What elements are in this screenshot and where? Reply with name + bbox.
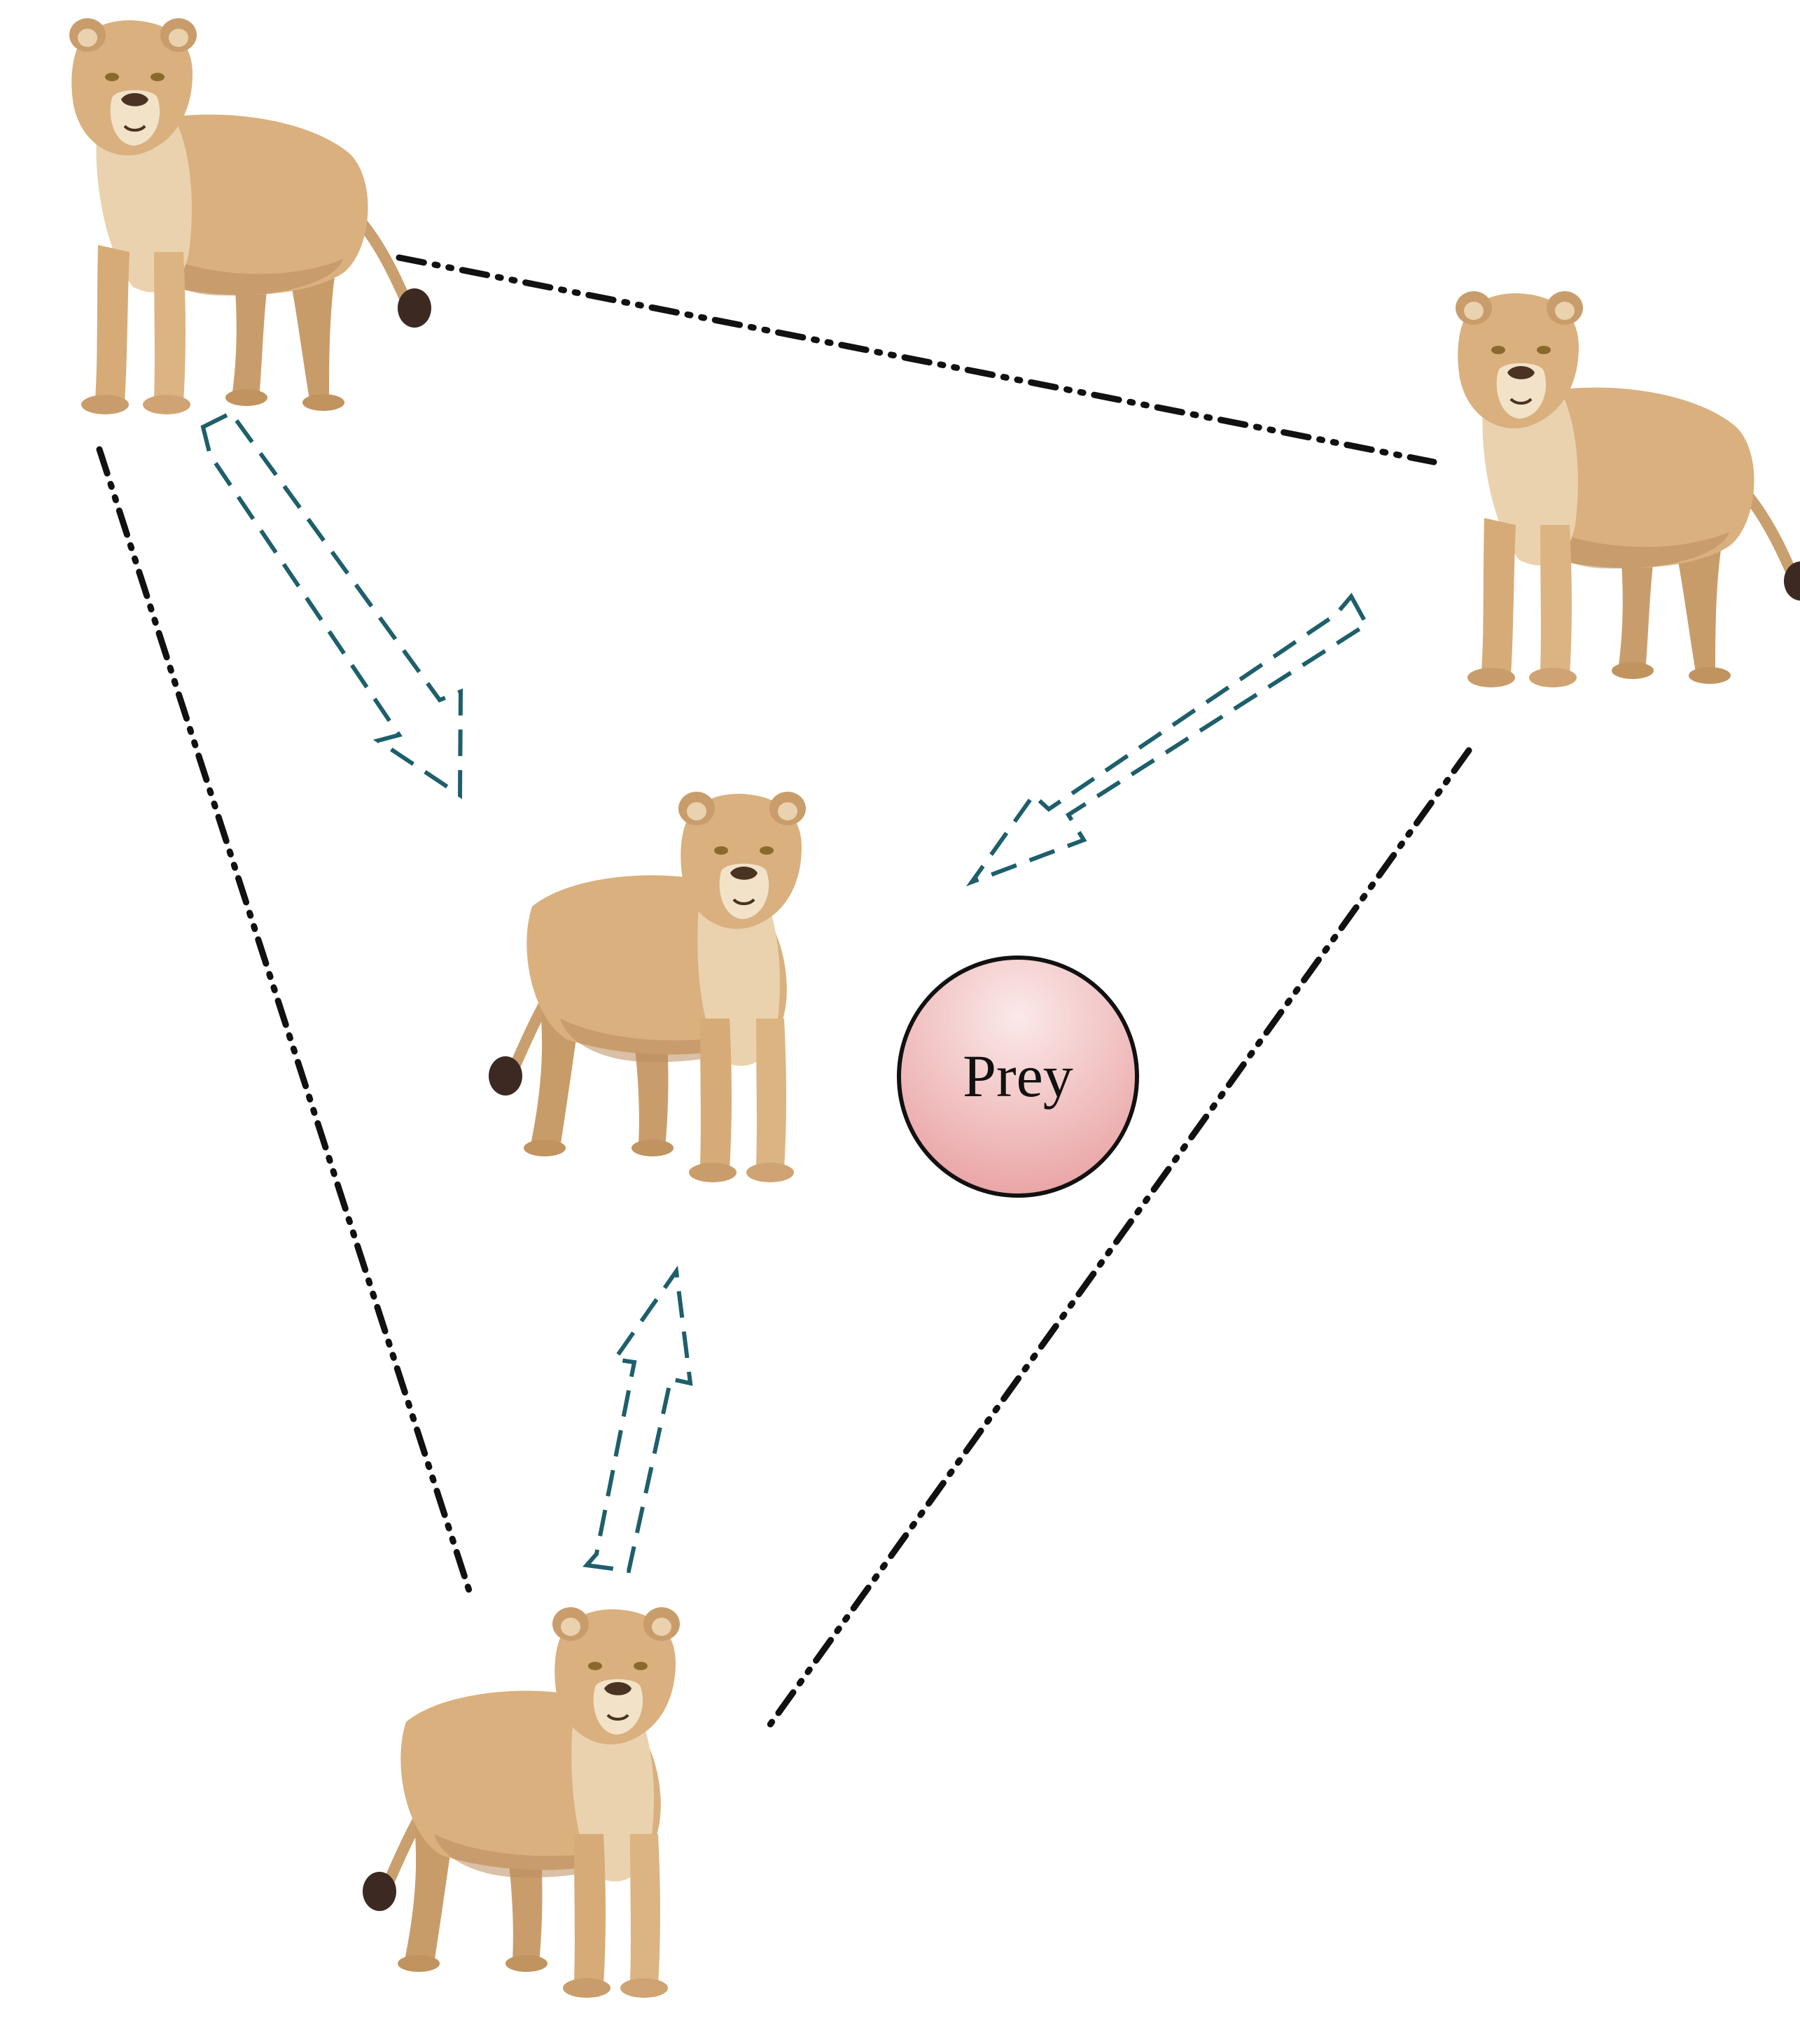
connector-topright-bottom [762, 747, 1472, 1734]
movement-arrows [200, 410, 1369, 1574]
connector-topleft-topright [396, 254, 1437, 465]
arrow-topleft-to-center [200, 410, 463, 799]
prey-label: Prey [963, 1042, 1073, 1110]
prey-circle [897, 955, 1139, 1198]
arrow-topright-to-center [965, 592, 1369, 887]
pack-connectors [96, 254, 1472, 1734]
connector-topleft-bottom [96, 446, 473, 1594]
prey-node: Prey [897, 955, 1139, 1198]
arrow-bottom-to-center [582, 1265, 693, 1574]
